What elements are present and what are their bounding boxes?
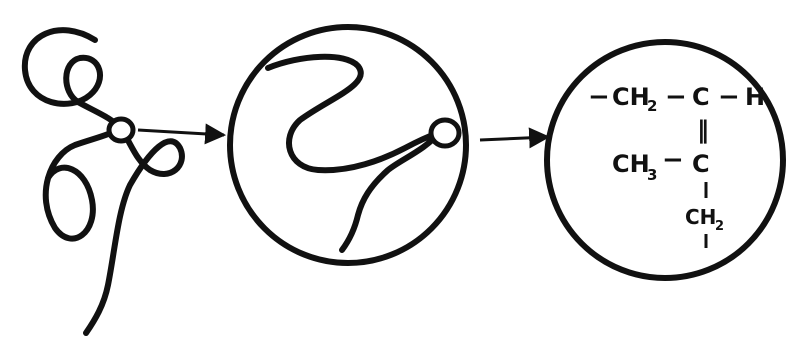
chemical-structure-stage: − CH 2 − C − H ‖ CH 3 − C CH 2 — [547, 42, 783, 278]
structure-ch2-bottom: CH — [685, 205, 716, 229]
structure-dash-right: − — [718, 82, 740, 112]
structure-double-bond: ‖ — [697, 116, 709, 144]
magnified-chain-bead — [431, 120, 459, 146]
structure-ch2-bottom-subscript: 2 — [715, 219, 724, 234]
tangled-chain-stage — [25, 30, 182, 333]
magnified-chain-strand — [268, 57, 440, 250]
structure-dash-middle: − — [662, 145, 684, 175]
arrow-2 — [480, 137, 548, 140]
tangled-chain-strand — [25, 30, 182, 333]
structure-dash-mid: − — [665, 82, 687, 112]
structure-c-middle: C — [692, 150, 710, 178]
structure-h: H — [745, 83, 765, 111]
structure-c-top: C — [692, 83, 710, 111]
structure-dash-left: − — [588, 82, 610, 112]
arrow-1 — [138, 130, 224, 135]
structure-ch2-top: CH — [612, 83, 650, 111]
structure-ch3-subscript: 3 — [647, 166, 657, 184]
magnified-segment-stage — [230, 27, 466, 263]
structure-ch2-top-subscript: 2 — [647, 97, 657, 115]
structure-ch3: CH — [612, 150, 650, 178]
tangled-chain-end-bead — [109, 119, 133, 141]
